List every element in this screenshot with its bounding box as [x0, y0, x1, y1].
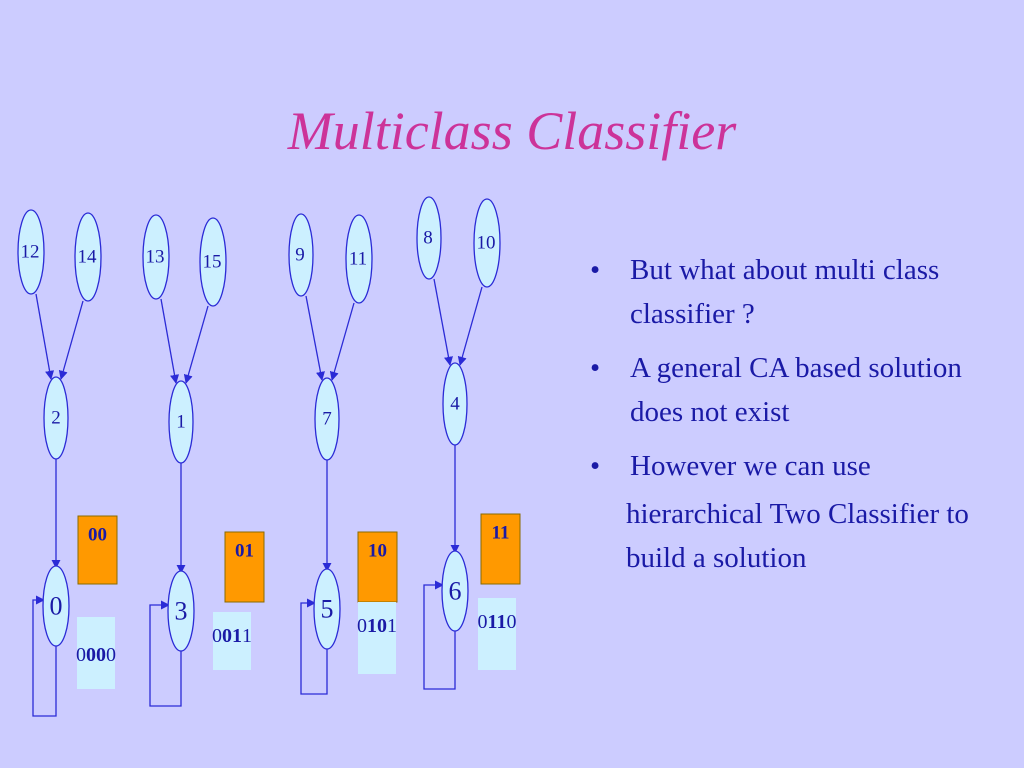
root-node-label: 6: [449, 577, 462, 606]
root-node-label: 5: [321, 595, 334, 624]
code-digit: 1: [242, 625, 252, 647]
class-label-box: [357, 531, 398, 603]
code-digit: 0: [222, 625, 232, 647]
bullet-dot: •: [590, 352, 601, 384]
code-digit: 0: [96, 644, 106, 666]
class-label-text: 01: [235, 541, 254, 562]
bullet-text: A general CA based solution does not exi…: [630, 352, 962, 428]
root-node: [42, 565, 70, 647]
middle-node-label: 2: [51, 408, 61, 429]
code-box: [478, 598, 516, 670]
bullet-text: However we can use: [630, 450, 871, 482]
root-node: [167, 570, 195, 652]
middle-node: [442, 362, 468, 446]
code-text: 0000: [76, 644, 116, 666]
leaf-node-label: 8: [423, 228, 433, 249]
page-title: Multiclass Classifier: [287, 101, 737, 161]
code-digit: 0: [212, 625, 222, 647]
leaf-node-label: 15: [203, 252, 222, 273]
edge-arrow: [35, 293, 55, 380]
root-node: [441, 550, 469, 632]
self-loop-arrow: [32, 595, 57, 717]
code-digit: 0: [76, 644, 86, 666]
leaf-node: [288, 213, 314, 297]
leaf-node-label: 14: [78, 247, 98, 268]
class-label-text: 11: [492, 523, 510, 544]
code-digit: 0: [377, 615, 387, 637]
self-loop-arrow: [423, 580, 456, 690]
leaf-node-label: 11: [349, 249, 367, 270]
root-node-label: 0: [50, 592, 63, 621]
bullet-list: • But what about multi class classifier …: [590, 248, 1010, 580]
code-digit: 1: [367, 615, 377, 637]
leaf-node: [142, 214, 170, 300]
root-node: [313, 568, 341, 650]
edge-arrow: [58, 300, 84, 380]
code-digit: 0: [106, 644, 116, 666]
edge-arrow: [160, 298, 180, 384]
code-box: [77, 617, 115, 689]
root-node-label: 3: [175, 597, 188, 626]
leaf-node: [473, 198, 501, 288]
bullet-item: • However we can use: [590, 444, 1010, 488]
code-digit: 1: [387, 615, 397, 637]
bullet-continuation: hierarchical Two Classifier to build a s…: [626, 498, 969, 574]
code-digit: 0: [506, 611, 516, 633]
code-box: [213, 612, 251, 670]
bullet-dot: •: [590, 450, 601, 482]
leaf-node: [416, 196, 442, 280]
code-text: 0011: [212, 625, 252, 647]
leaf-node-label: 9: [295, 245, 305, 266]
middle-node: [168, 380, 194, 464]
class-label-text: 10: [368, 541, 387, 562]
leaf-node: [74, 212, 102, 302]
middle-node-label: 4: [450, 394, 460, 415]
middle-node: [314, 377, 340, 461]
class-label-box: [224, 531, 265, 603]
class-label-text: 00: [88, 525, 107, 546]
edge-arrow: [457, 286, 483, 366]
bullet-item: • But what about multi class classifier …: [590, 248, 1010, 336]
code-digit: 0: [478, 611, 488, 633]
leaf-node: [17, 209, 45, 295]
class-label-box: [480, 513, 521, 585]
middle-node: [43, 376, 69, 460]
leaf-node: [199, 217, 227, 307]
code-text: 0110: [478, 611, 517, 633]
code-digit: 1: [496, 611, 506, 633]
edge-arrow: [329, 302, 355, 381]
edge-arrow: [183, 305, 209, 384]
code-text: 0101: [357, 615, 397, 637]
edge-arrow: [433, 278, 453, 366]
leaf-node-label: 12: [21, 242, 40, 263]
self-loop-arrow: [149, 600, 182, 707]
leaf-node-label: 13: [146, 247, 165, 268]
class-label-box: [77, 515, 118, 585]
code-digit: 0: [357, 615, 367, 637]
self-loop-arrow: [300, 598, 328, 695]
bullet-text: But what about multi class classifier ?: [630, 254, 940, 330]
leaf-node-label: 10: [477, 233, 496, 254]
middle-node-label: 7: [322, 409, 332, 430]
leaf-node: [345, 214, 373, 304]
code-digit: 1: [488, 611, 497, 633]
edge-arrow: [305, 295, 325, 381]
code-digit: 1: [232, 625, 242, 647]
middle-node-label: 1: [176, 412, 186, 433]
bullet-item: • A general CA based solution does not e…: [590, 346, 1010, 434]
code-box: [358, 602, 396, 674]
bullet-dot: •: [590, 254, 601, 286]
code-digit: 0: [86, 644, 96, 666]
